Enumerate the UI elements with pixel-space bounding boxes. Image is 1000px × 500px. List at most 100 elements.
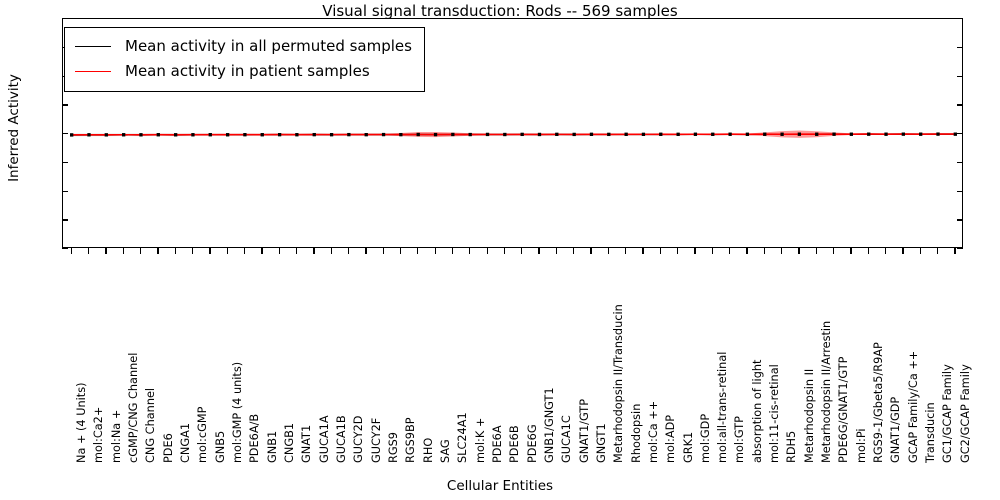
data-point-marker	[901, 132, 905, 136]
x-axis-tick-label: GUCA1A	[317, 415, 331, 463]
x-axis-tick-label: CNGB1	[282, 422, 296, 463]
x-axis-tick-label: GUCA1B	[334, 415, 348, 463]
data-point-marker	[659, 132, 663, 136]
data-point-marker	[520, 132, 524, 136]
data-point-marker	[243, 133, 247, 137]
x-axis-tick-label: Metarhodopsin II/Arrestin	[820, 320, 834, 463]
data-point-marker	[745, 132, 750, 136]
x-axis-tick-mark	[365, 248, 367, 254]
x-axis-tick-mark	[954, 248, 956, 254]
data-point-marker	[780, 132, 784, 136]
x-axis-tick-mark	[139, 248, 142, 254]
data-point-marker	[312, 132, 316, 137]
y-axis-tick-mark	[957, 133, 963, 135]
x-axis-tick-mark	[105, 248, 107, 254]
x-axis-tick-label: Metarhodopsin II/Transducin	[612, 304, 626, 463]
x-axis-tick-label: SAG	[438, 439, 452, 463]
x-axis-tick-label: GUCA1C	[560, 415, 574, 463]
data-point-marker	[728, 132, 732, 136]
data-point-marker	[589, 132, 594, 136]
legend-line-icon	[75, 71, 111, 72]
y-axis-tick-mark	[957, 219, 963, 221]
x-axis-tick-label: Metarhodopsin II	[802, 368, 816, 463]
x-axis-tick-mark	[625, 248, 627, 254]
data-point-marker	[295, 133, 299, 137]
y-axis-tick-mark	[62, 133, 68, 135]
x-axis-tick-mark	[399, 248, 402, 254]
x-axis-tick-mark	[382, 248, 384, 254]
x-axis-tick-mark	[815, 248, 818, 254]
x-axis-tick-mark	[434, 248, 436, 254]
x-axis-tick-label: GUCY2F	[369, 417, 383, 463]
x-axis-tick-label: GCAP Family/Ca ++	[906, 350, 920, 463]
x-axis-tick-mark	[694, 248, 696, 254]
series-line	[71, 133, 956, 136]
data-point-marker	[867, 132, 871, 136]
x-axis-tick-mark	[850, 248, 852, 254]
data-point-marker	[503, 132, 507, 137]
x-axis-tick-mark	[538, 248, 540, 254]
x-axis-tick-label: CNG Channel	[144, 387, 158, 463]
x-axis-tick-label: RGS9-1/Gbeta5/R9AP	[872, 342, 886, 463]
x-axis-tick-mark	[243, 248, 246, 254]
x-axis-tick-mark	[521, 248, 523, 254]
x-axis-tick-label: mol:cGMP	[196, 406, 210, 463]
y-axis-tick-mark	[957, 190, 963, 192]
data-point-marker	[711, 132, 715, 136]
x-axis-tick-label: GC1/GCAP Family	[941, 364, 955, 463]
x-axis-tick-mark	[763, 248, 766, 254]
legend-item-label: Mean activity in patient samples	[125, 62, 370, 80]
data-point-marker	[399, 132, 403, 137]
x-axis-tick-label: mol:K +	[473, 417, 487, 463]
x-axis-tick-label: mol:GDP	[698, 413, 712, 463]
x-axis-tick-mark	[295, 248, 298, 254]
y-axis-tick-mark	[62, 104, 68, 106]
x-axis-tick-label: GNAT1/GDP	[889, 396, 903, 463]
x-axis-tick-mark	[711, 248, 714, 254]
x-axis-tick-mark	[122, 248, 124, 254]
x-axis-tick-mark	[746, 248, 748, 254]
y-axis-tick-mark	[62, 190, 68, 192]
legend-item: Mean activity in all permuted samples	[75, 34, 412, 59]
data-point-marker	[693, 132, 698, 136]
x-axis-tick-mark	[486, 248, 488, 254]
data-point-marker	[208, 133, 212, 137]
x-axis-tick-mark	[867, 248, 869, 254]
data-point-marker	[884, 132, 888, 136]
x-axis-tick-mark	[347, 248, 350, 254]
data-layer	[63, 19, 964, 249]
x-axis-tick-mark	[555, 248, 558, 254]
x-axis-tick-label: cGMP/CNG Channel	[127, 352, 141, 463]
data-point-marker	[381, 132, 386, 137]
x-axis-tick-label: GRK1	[681, 431, 695, 463]
x-axis-tick-label: GC2/GCAP Family	[958, 364, 972, 463]
y-axis-tick-mark	[62, 248, 68, 250]
x-axis-tick-label: mol:Pi	[854, 428, 868, 463]
data-point-marker	[832, 132, 836, 136]
x-axis-tick-label: RDH5	[785, 430, 799, 463]
y-axis-tick-mark	[62, 18, 68, 20]
data-point-marker	[260, 133, 264, 137]
x-axis-tick-label: Na + (4 Units)	[75, 382, 89, 464]
x-axis-tick-label: GNGT1	[594, 423, 608, 463]
x-axis-tick-label: GNB1/GNGT1	[542, 387, 556, 463]
data-point-marker	[953, 132, 957, 136]
data-point-marker	[104, 133, 108, 137]
x-axis-tick-mark	[659, 248, 662, 254]
x-axis-tick-mark	[729, 248, 731, 254]
data-point-marker	[555, 132, 559, 136]
x-axis-tick-label: RGS9	[386, 432, 400, 463]
x-axis-tick-mark	[226, 248, 228, 254]
data-point-marker	[122, 133, 126, 137]
x-axis-tick-mark	[451, 248, 454, 254]
data-point-marker	[485, 132, 490, 137]
data-point-marker	[174, 133, 178, 137]
y-axis-tick-mark	[62, 161, 68, 164]
x-axis-tick-mark	[833, 248, 835, 254]
x-axis-tick-label: mol:GTP	[733, 416, 747, 463]
x-axis-tick-label: GNB1	[265, 430, 279, 463]
data-point-marker	[226, 133, 230, 137]
data-point-marker	[624, 132, 628, 136]
x-axis-label: Cellular Entities	[446, 478, 554, 494]
